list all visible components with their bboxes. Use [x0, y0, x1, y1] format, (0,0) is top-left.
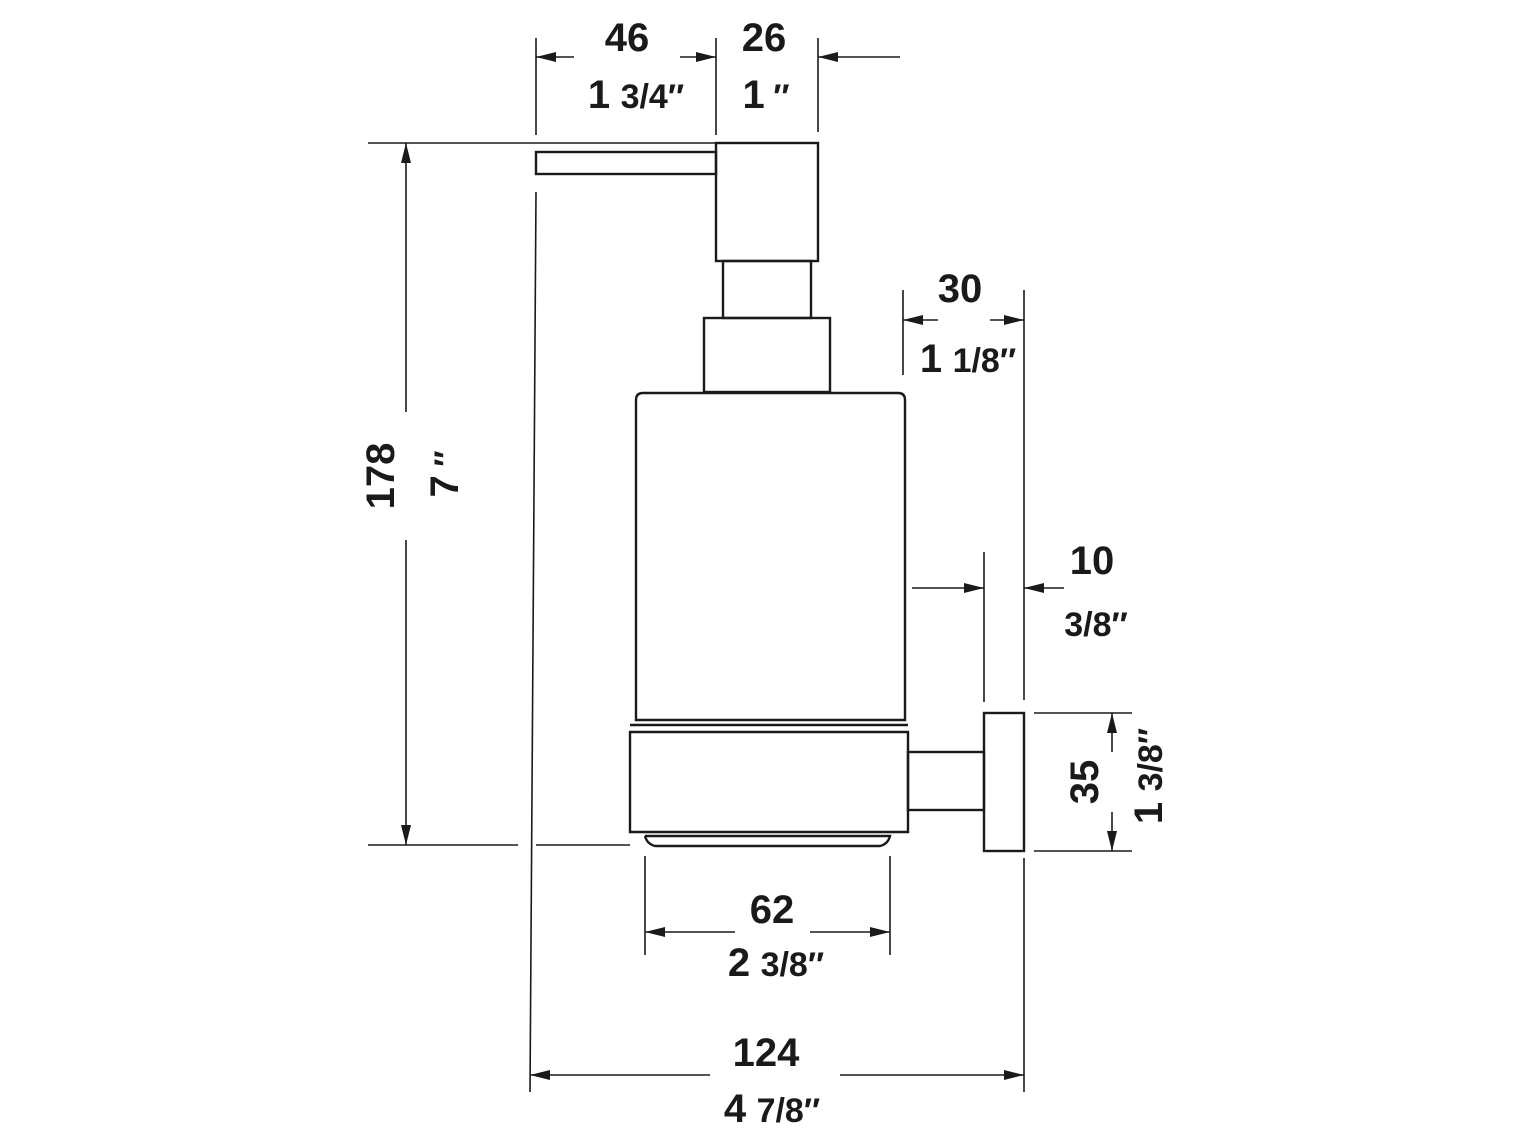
spout	[534, 150, 718, 176]
dim-spout-reach-mm: 46	[605, 16, 650, 60]
pump-stem	[721, 259, 813, 320]
dim-rosette-height-mm: 35	[1063, 760, 1107, 805]
dim-spout-reach-inch: 1 3/4″	[588, 73, 684, 117]
dim-pump-head-inch: 1 ″	[743, 73, 790, 117]
pump-collar	[702, 316, 832, 394]
dim-container-diameter-inch: 2 3/8″	[728, 941, 824, 985]
dim-total-depth-mm: 124	[733, 1031, 800, 1075]
soap-dispenser-outline	[534, 141, 1026, 853]
dim-rosette-height-inch: 1 3/8″	[1127, 728, 1171, 824]
dim-total-height-inch: 7 ″	[423, 451, 467, 498]
pump-head	[714, 141, 820, 263]
extension-lines	[368, 38, 1132, 1093]
holder-arm	[906, 750, 986, 812]
dim-wall-offset-mm: 30	[938, 267, 983, 311]
dim-total-depth-inch: 4 7/8″	[724, 1087, 820, 1131]
dim-wall-offset-inch: 1 1/8″	[920, 337, 1016, 381]
dimension-lines	[401, 52, 1117, 1080]
dim-holder-gap-inch: 3/8″	[1064, 606, 1128, 644]
dim-total-height-mm: 178	[359, 443, 403, 510]
dim-container-diameter-mm: 62	[750, 888, 795, 932]
container-base	[643, 834, 892, 848]
container-body	[634, 391, 907, 722]
holder-cup	[628, 730, 910, 834]
dim-pump-head-mm: 26	[742, 16, 787, 60]
dim-holder-gap-mm: 10	[1070, 539, 1115, 583]
wall-rosette	[982, 711, 1026, 853]
